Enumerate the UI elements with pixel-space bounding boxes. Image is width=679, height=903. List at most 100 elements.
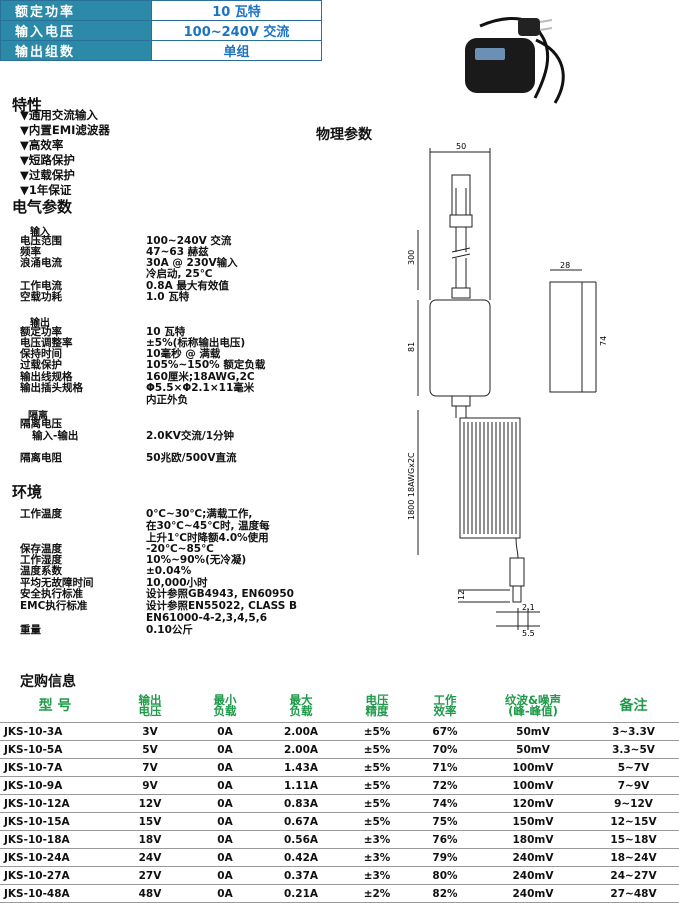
col-header-efficiency: 工作效率 [412,690,478,723]
output-value: 160厘米;18AWG,2C [146,371,255,383]
output-label: 输出插头规格 [20,382,83,394]
mechanical-drawing: 50 300 81 1800 18AWGx2C 12 28 74 2.1 5.5 [407,142,608,638]
env-value: 10%~90%(无冷凝) [146,554,247,566]
electrical-title: 电气参数 [12,198,73,216]
adapter-photo [465,17,565,104]
col-header-accuracy: 电压精度 [342,690,412,723]
env-value: 0℃~30℃;满载工作, [146,508,253,520]
output-value: 10毫秒 @ 满载 [146,348,221,360]
col-header-min-load: 最小负载 [190,690,260,723]
isolation-label: 隔离电阻 [20,452,62,464]
spec-label: 输出组数 [0,40,152,61]
feature-item: ▼通用交流输入 [20,108,98,122]
order-title: 定购信息 [20,674,76,690]
feature-item: ▼过载保护 [20,168,75,182]
input-label: 电压范围 [20,235,62,247]
input-label: 工作电流 [20,280,62,292]
col-header-remark: 备注 [588,690,679,723]
feature-item: ▼1年保证 [20,183,72,197]
env-value: 设计参照EN55022, CLASS B [146,600,297,612]
output-value: Φ5.5×Φ2.1×11毫米 [146,382,255,394]
order-table: 型 号 输出电压 最小负载 最大负载 电压精度 工作效率 纹波&噪声(峰-峰值)… [0,690,679,903]
output-value: 内正外负 [146,394,188,406]
input-label: 空载功耗 [20,291,62,303]
env-label: EMC执行标准 [20,600,88,612]
isolation-value: 50兆欧/500V直流 [146,452,237,464]
output-value: 105%~150% 额定负载 [146,359,266,371]
env-label: 工作温度 [20,508,62,520]
output-label: 电压调整率 [20,337,73,349]
feature-item: ▼短路保护 [20,153,75,167]
output-label: 保持时间 [20,348,62,360]
features-list: ▼通用交流输入 ▼内置EMI滤波器 ▼高效率 ▼短路保护 ▼过载保护 ▼1年保证 [20,108,110,198]
col-header-model: 型 号 [0,690,110,723]
input-value: 0.8A 最大有效值 [146,280,229,292]
input-subtitle: 输入 [30,227,50,238]
input-value: 30A @ 230V输入 [146,257,238,269]
dim-pin-diameter: 2.1 [522,603,535,612]
col-header-max-load: 最大负载 [260,690,342,723]
feature-item: ▼高效率 [20,138,64,152]
spec-value: 100~240V 交流 [151,20,322,41]
dim-width: 50 [456,142,466,151]
env-value: -20℃~85℃ [146,543,214,555]
output-label: 输出线规格 [20,371,73,383]
dim-side-width: 28 [560,261,570,270]
environment-title: 环境 [12,483,43,501]
spec-label: 输入电压 [0,20,152,41]
env-label: 平均无故障时间 [20,577,94,589]
spec-value: 单组 [151,40,322,61]
isolation-label: 隔离电压 [20,418,62,430]
physical-title: 物理参数 [316,127,372,143]
dim-plug-diameter: 5.5 [522,629,535,638]
output-value: 10 瓦特 [146,326,186,338]
dim-side-height: 74 [599,336,608,346]
output-subtitle: 输出 [30,318,50,329]
env-value: ±0.04% [146,565,192,577]
output-value: ±5%(标称输出电压) [146,337,246,349]
dim-cord-top: 300 [407,250,416,265]
env-value: 设计参照GB4943, EN60950 [146,588,294,600]
env-label: 保存温度 [20,543,62,555]
input-value: 47~63 赫兹 [146,246,209,258]
input-value: 100~240V 交流 [146,235,232,247]
features-title: 特性 [12,96,43,114]
isolation-label: 输入-输出 [32,430,79,442]
spec-row: 输出组数单组 [0,40,322,61]
input-value: 冷启动, 25℃ [146,268,213,280]
isolation-subtitle: 隔离 [28,411,48,422]
isolation-value: 2.0KV交流/1分钟 [146,430,235,442]
env-value: 在30℃~45℃时, 温度每 [146,520,270,532]
output-label: 过载保护 [20,359,62,371]
col-header-voltage: 输出电压 [110,690,190,723]
env-value: 0.10公斤 [146,624,193,636]
dim-plug-height: 12 [457,590,466,600]
spec-value: 10 瓦特 [151,0,322,21]
input-label: 频率 [20,246,41,258]
env-label: 温度系数 [20,565,62,577]
output-label: 额定功率 [20,326,62,338]
env-value: 10,000小时 [146,577,208,589]
col-header-ripple: 纹波&噪声(峰-峰值) [478,690,588,723]
env-value: EN61000-4-2,3,4,5,6 [146,612,267,624]
dim-body-height: 81 [407,342,416,352]
env-label: 安全执行标准 [20,588,83,600]
order-header-row: 型 号 输出电压 最小负载 最大负载 电压精度 工作效率 纹波&噪声(峰-峰值)… [0,690,679,723]
spec-label: 额定功率 [0,0,152,21]
env-value: 上升1℃时降额4.0%使用 [146,532,269,544]
input-label: 浪涌电流 [20,257,62,269]
env-label: 工作湿度 [20,554,62,566]
input-value: 1.0 瓦特 [146,291,190,303]
feature-item: ▼内置EMI滤波器 [20,123,110,137]
